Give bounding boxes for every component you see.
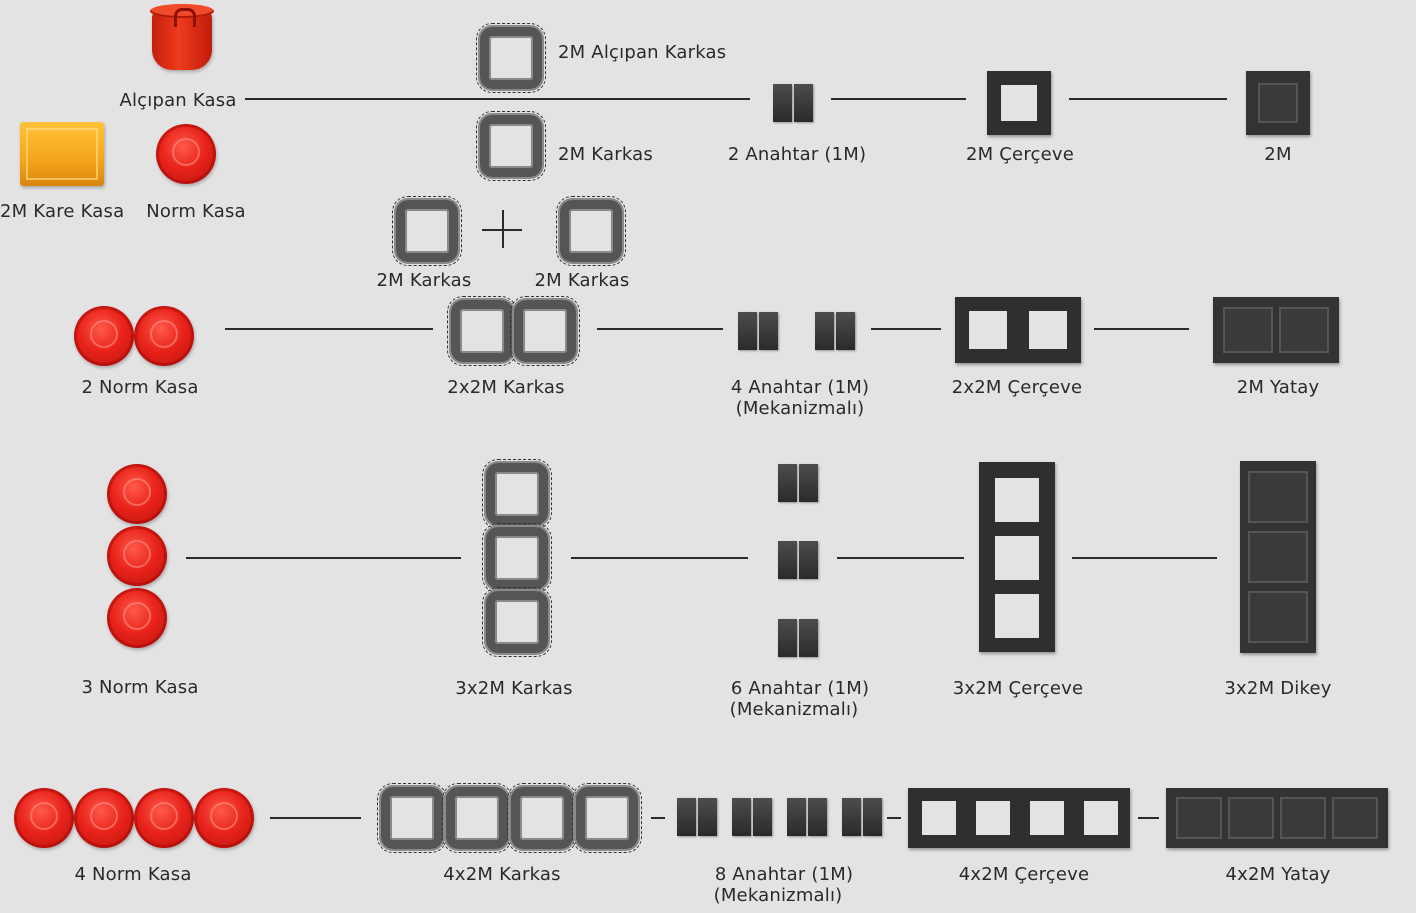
label-mekanizmali-6: (Mekanizmalı): [729, 699, 859, 720]
connector-line: [225, 328, 433, 330]
carrier-image: [442, 783, 512, 853]
carrier-image: [510, 296, 580, 366]
frame-4x2m-image: [908, 788, 1130, 848]
norm-box-image: [107, 526, 167, 586]
connector-line: [651, 817, 665, 819]
carrier-image: [392, 196, 462, 266]
label-karkas-2m: 2M Karkas: [558, 144, 653, 165]
connector-line: [831, 98, 966, 100]
label-karkas-2m-a: 2M Karkas: [376, 270, 472, 291]
norm-box-image: [156, 124, 216, 184]
connector-line: [597, 328, 723, 330]
label-plate-2m-yatay: 2M Yatay: [1236, 377, 1320, 398]
connector-line: [571, 557, 748, 559]
label-plate-2m: 2M: [1264, 144, 1292, 165]
connector-line: [1094, 328, 1189, 330]
carrier-image: [482, 523, 552, 593]
connector-line: [186, 557, 461, 559]
plate-4x2m-yatay-image: [1166, 788, 1388, 848]
label-alcipan-karkas: 2M Alçıpan Karkas: [558, 42, 727, 63]
carrier-image: [482, 587, 552, 657]
frame-2m-image: [987, 71, 1051, 135]
switch-module-image: [815, 312, 855, 350]
carrier-image: [476, 111, 546, 181]
alcipan-box-image: [150, 4, 214, 70]
label-plate-3x2m-dikey: 3x2M Dikey: [1224, 678, 1332, 699]
label-anahtar-4: 4 Anahtar (1M): [730, 377, 870, 398]
alcipan-carrier-image: [476, 23, 546, 93]
connector-line: [837, 557, 964, 559]
label-anahtar-6: 6 Anahtar (1M): [730, 678, 870, 699]
square-box-image: [20, 122, 104, 186]
carrier-image: [377, 783, 447, 853]
label-anahtar-8: 8 Anahtar (1M): [714, 864, 854, 885]
switch-module-image: [778, 541, 818, 579]
norm-box-image: [74, 788, 134, 848]
label-norm-kasa: Norm Kasa: [146, 201, 246, 222]
connector-line: [245, 98, 750, 100]
plate-2m-yatay-image: [1213, 297, 1339, 363]
frame-3x2m-image: [979, 462, 1055, 652]
label-karkas-2x2m: 2x2M Karkas: [447, 377, 565, 398]
label-mekanizmali-8: (Mekanizmalı): [713, 885, 843, 906]
switch-module-image: [677, 798, 717, 836]
connector-line: [871, 328, 941, 330]
carrier-image: [447, 296, 517, 366]
plate-3x2m-dikey-image: [1240, 461, 1316, 653]
carrier-image: [556, 196, 626, 266]
carrier-image: [507, 783, 577, 853]
switch-module-image: [778, 619, 818, 657]
switch-module-image: [778, 464, 818, 502]
carrier-image: [482, 459, 552, 529]
norm-box-image: [14, 788, 74, 848]
label-kare-kasa: 2M Kare Kasa: [0, 201, 125, 222]
label-karkas-4x2m: 4x2M Karkas: [443, 864, 561, 885]
norm-box-image: [74, 306, 134, 366]
plate-2m-image: [1246, 71, 1310, 135]
norm-box-image: [107, 464, 167, 524]
label-cerceve-2x2m: 2x2M Çerçeve: [951, 377, 1083, 398]
norm-box-image: [107, 588, 167, 648]
switch-module-image: [732, 798, 772, 836]
label-cerceve-2m: 2M Çerçeve: [965, 144, 1075, 165]
connector-line: [887, 817, 901, 819]
norm-box-image: [134, 788, 194, 848]
label-plate-4x2m-yatay: 4x2M Yatay: [1225, 864, 1331, 885]
label-norm-kasa-4: 4 Norm Kasa: [74, 864, 192, 885]
connector-line: [1138, 817, 1159, 819]
label-karkas-3x2m: 3x2M Karkas: [455, 678, 573, 699]
label-norm-kasa-3: 3 Norm Kasa: [81, 677, 199, 698]
label-anahtar-2: 2 Anahtar (1M): [727, 144, 867, 165]
label-cerceve-3x2m: 3x2M Çerçeve: [952, 678, 1084, 699]
switch-module-image: [738, 312, 778, 350]
carrier-image: [572, 783, 642, 853]
norm-box-image: [134, 306, 194, 366]
norm-box-image: [194, 788, 254, 848]
frame-2x2m-image: [955, 297, 1081, 363]
label-mekanizmali-4: (Mekanizmalı): [735, 398, 865, 419]
plus-sign: [502, 210, 504, 248]
switch-module-image: [773, 84, 813, 122]
label-cerceve-4x2m: 4x2M Çerçeve: [958, 864, 1090, 885]
switch-module-image: [842, 798, 882, 836]
connector-line: [1069, 98, 1227, 100]
label-norm-kasa-2: 2 Norm Kasa: [81, 377, 199, 398]
label-karkas-2m-b: 2M Karkas: [534, 270, 630, 291]
label-alcipan-kasa: Alçıpan Kasa: [119, 90, 237, 111]
connector-line: [270, 817, 361, 819]
switch-module-image: [787, 798, 827, 836]
connector-line: [1072, 557, 1217, 559]
